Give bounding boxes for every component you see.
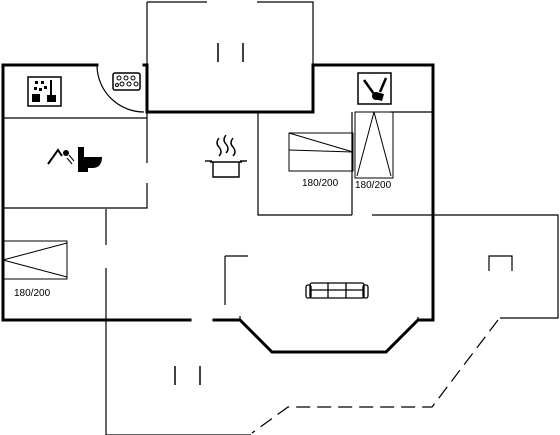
bed-size-label: 180/200 <box>14 288 51 299</box>
interior-walls <box>3 1 559 435</box>
terrace-fixture <box>488 255 513 271</box>
tools-icon <box>357 72 392 105</box>
bed-size-label: 180/200 <box>302 178 339 189</box>
bed-size-label: 180/200 <box>355 180 392 191</box>
sofa-icon <box>305 282 369 299</box>
cooking-pot-icon <box>205 134 247 178</box>
bed-bedroom-horizontal <box>288 132 354 172</box>
door-swing-arc <box>96 64 145 113</box>
shower-icon <box>47 148 75 165</box>
terrace-outline <box>251 319 499 434</box>
sauna-icon <box>112 72 141 91</box>
washing-machine-icon <box>27 76 62 107</box>
bed-bedroom-vertical <box>354 111 394 179</box>
toilet-icon <box>78 147 102 172</box>
bed-left <box>2 240 68 280</box>
window-marks <box>174 43 244 385</box>
